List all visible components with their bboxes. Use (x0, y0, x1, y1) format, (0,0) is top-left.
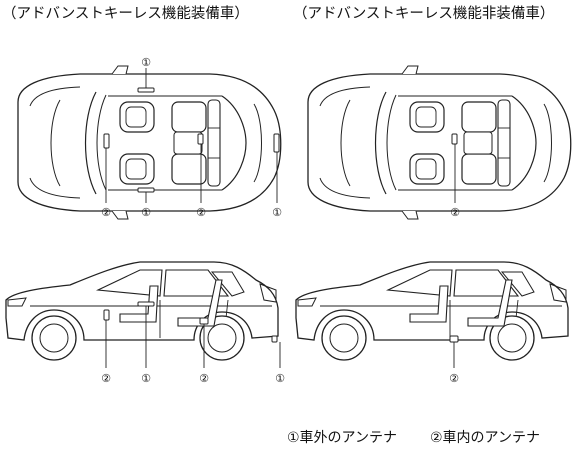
antenna-marks-side-right (449, 335, 459, 343)
callout-interior-side-left-rear: ② (199, 372, 209, 385)
callout-exterior-top-left-door: ① (141, 206, 151, 219)
callout-exterior-top-left-tail: ① (272, 206, 282, 219)
antenna-marks-side-left (103, 301, 278, 343)
callout-interior-top-left-rear: ② (196, 206, 206, 219)
legend-exterior-antenna: ①車外のアンテナ (287, 430, 397, 446)
car-side-left (5, 261, 279, 361)
legend-interior-antenna: ②車内のアンテナ (430, 430, 540, 446)
callout-interior-top-left-front: ② (101, 206, 111, 219)
callout-exterior-side-left-tail: ① (275, 372, 285, 385)
antenna-marks-top-left (103, 87, 280, 193)
callout-interior-side-right: ② (449, 372, 459, 385)
car-top-right (307, 65, 572, 220)
leader-lines (105, 68, 456, 368)
title-with-advanced-keyless: （アドバンストキーレス機能装備車） (2, 6, 249, 22)
car-side-right (295, 261, 569, 361)
callout-exterior-side-left-door: ① (141, 372, 151, 385)
antenna-marks-top-right (451, 133, 458, 145)
callout-interior-side-left-front: ② (101, 372, 111, 385)
callout-interior-top-right: ② (450, 206, 460, 219)
callout-exterior-top-left-mirror: ① (141, 56, 151, 69)
title-without-advanced-keyless: （アドバンストキーレス機能非装備車） (293, 6, 555, 22)
callouts: ① ② ① ② ① ② ② ① ② ① ② (101, 56, 460, 385)
